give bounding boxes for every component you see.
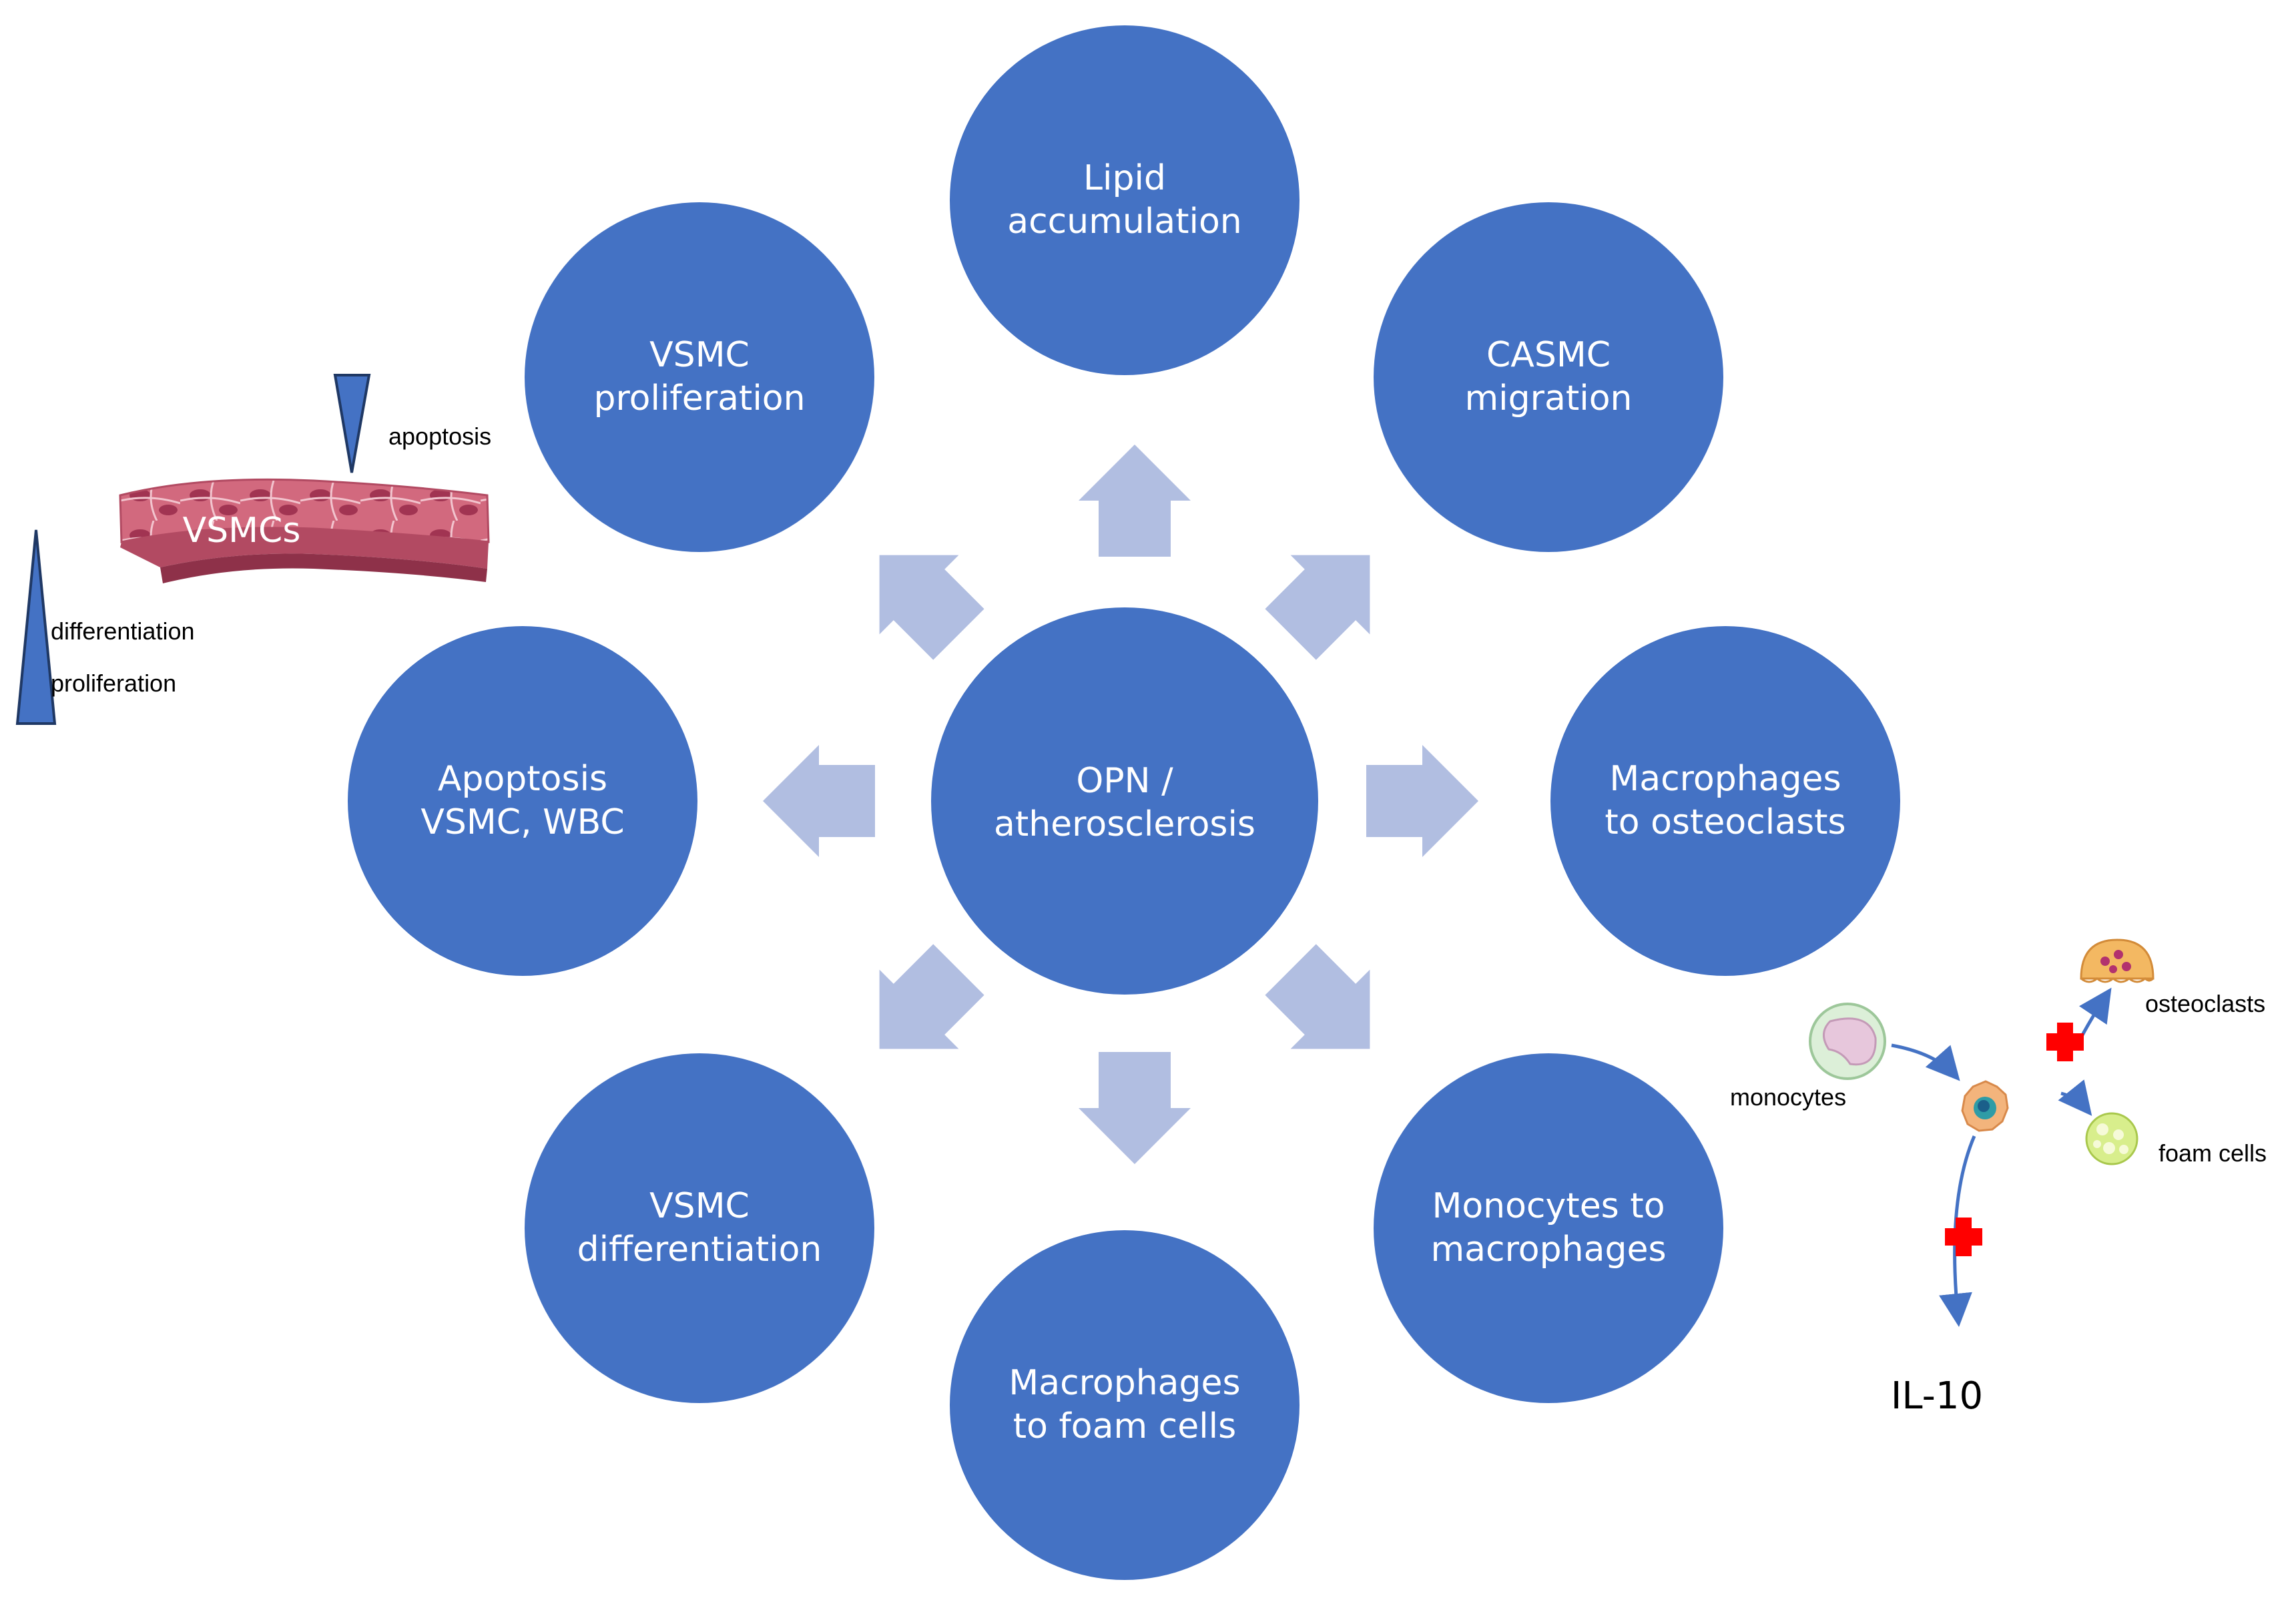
node-label-line1: Apoptosis <box>438 759 607 799</box>
apoptosis-label: apoptosis <box>388 423 491 450</box>
node-label-line1: VSMC <box>649 1186 750 1226</box>
vsmc-tissue-label: VSMCs <box>183 511 301 551</box>
node-label-line1: VSMC <box>649 335 750 375</box>
arrow-left <box>763 745 875 857</box>
apoptosis-decrease-icon <box>333 374 371 473</box>
node-label-line2: macrophages <box>1430 1230 1666 1270</box>
node-label-line2: to osteoclasts <box>1605 802 1845 842</box>
arrow-down-left <box>879 944 984 1049</box>
node-label-line2: accumulation <box>1007 202 1242 242</box>
arrow-down-right <box>1265 944 1370 1049</box>
node-monocytes-to-macrophages: Monocytes to macrophages <box>1374 1053 1723 1403</box>
osteoclast-inhibit-icon <box>2046 1023 2084 1061</box>
node-macrophages-to-foam-cells: Macrophages to foam cells <box>950 1230 1300 1580</box>
arrow-up <box>1079 445 1191 557</box>
node-label-line2: migration <box>1465 378 1633 419</box>
node-label-line1: Macrophages <box>1009 1363 1240 1403</box>
macrophage-panel: monocytes osteoclasts <box>1730 939 2267 1418</box>
macrophage-icon <box>1961 1080 2009 1132</box>
node-label-line2: VSMC, WBC <box>420 802 624 842</box>
node-lipid-accumulation: Lipid accumulation <box>950 25 1300 375</box>
arrow-up-right <box>1265 555 1370 660</box>
node-label-line1: Macrophages <box>1609 759 1841 799</box>
monocytes-label: monocytes <box>1730 1083 1846 1111</box>
node-casmc-migration: CASMC migration <box>1374 202 1723 552</box>
differentiation-proliferation-increase-icon <box>15 529 57 725</box>
node-label-line1: Monocytes to <box>1432 1186 1665 1226</box>
macrophage-to-foam-cell-arrow <box>2058 1079 2092 1116</box>
arrow-down <box>1079 1052 1191 1164</box>
foam-cell-icon <box>2085 1112 2138 1165</box>
proliferation-label: proliferation <box>51 669 176 697</box>
node-macrophages-to-osteoclasts: Macrophages to osteoclasts <box>1550 626 1900 976</box>
node-label-line1: CASMC <box>1486 335 1611 375</box>
vsmc-tissue-icon: VSMCs <box>119 478 490 583</box>
center-label-line2: atherosclerosis <box>994 804 1255 844</box>
monocyte-icon <box>1809 1003 1886 1080</box>
node-label-line2: proliferation <box>593 378 805 419</box>
node-label-line2: to foam cells <box>1013 1406 1236 1446</box>
osteoclasts-label: osteoclasts <box>2145 990 2265 1017</box>
arrow-right <box>1366 745 1478 857</box>
center-node: OPN / atherosclerosis <box>931 607 1318 995</box>
center-label-line1: OPN / <box>1076 761 1173 801</box>
differentiation-label: differentiation <box>51 617 195 645</box>
vsmc-panel: VSMCs apoptosis differentiation prolifer… <box>15 374 491 725</box>
il10-label: IL-10 <box>1891 1374 1983 1418</box>
osteoclast-icon <box>2080 939 2155 983</box>
arrow-up-left <box>879 555 984 660</box>
node-apoptosis-vsmc-wbc: Apoptosis VSMC, WBC <box>348 626 697 976</box>
node-label-line2: differentiation <box>577 1230 822 1270</box>
foam-cells-label: foam cells <box>2159 1139 2267 1167</box>
node-label-line1: Lipid <box>1083 158 1166 198</box>
node-vsmc-proliferation: VSMC proliferation <box>525 202 874 552</box>
direction-arrows <box>763 445 1478 1164</box>
monocyte-to-macrophage-arrow <box>1891 1043 1960 1081</box>
node-vsmc-differentiation: VSMC differentiation <box>525 1053 874 1403</box>
il10-inhibit-icon <box>1945 1218 1982 1256</box>
macrophage-to-il10-arrow <box>1939 1135 1976 1327</box>
